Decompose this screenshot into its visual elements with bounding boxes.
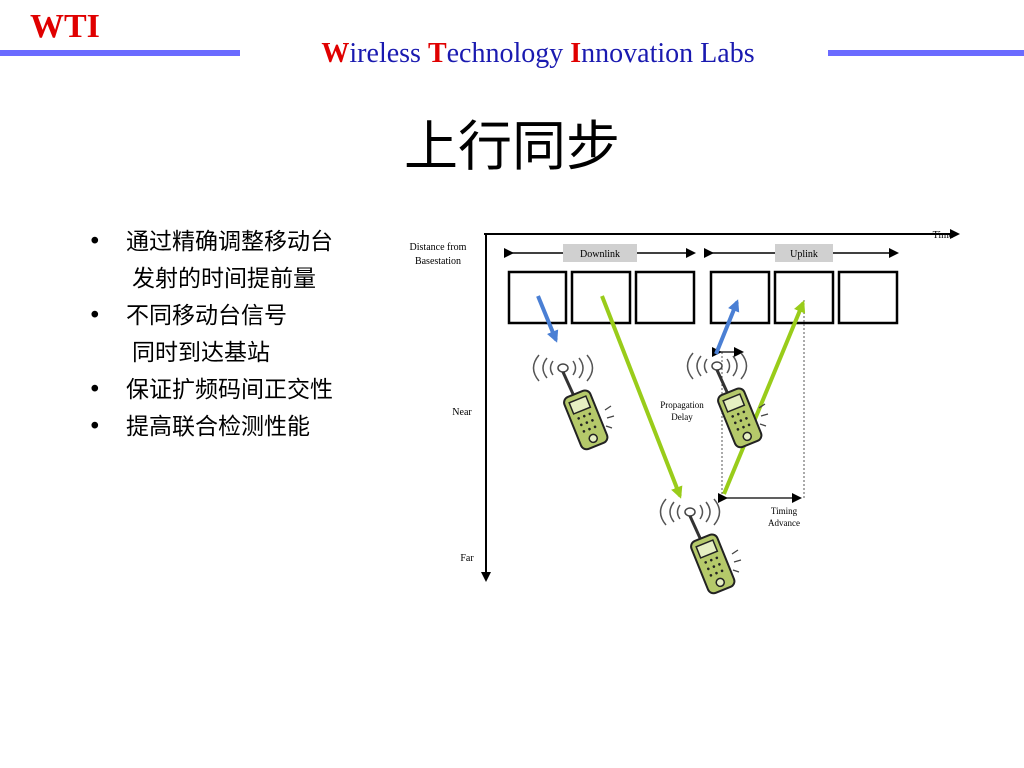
bullet-dot: • — [88, 414, 102, 440]
bullet-item: • 保证扩频码间正交性 — [88, 372, 333, 409]
org-rest-w: ireless — [349, 38, 428, 69]
bullet-dot: • — [88, 377, 102, 403]
bullet-text: 通过精确调整移动台 — [126, 229, 333, 255]
bullet-item: • 提高联合检测性能 — [88, 409, 333, 446]
near-downlink-arrow — [536, 295, 559, 343]
downlink-slot-3 — [634, 270, 696, 325]
timing-advance-label-line2: Advance — [768, 518, 800, 528]
bullet-item: • 通过精确调整移动台 — [88, 224, 333, 261]
wti-logo: WTI — [30, 8, 100, 45]
timing-advance-label-line1: Timing — [771, 506, 798, 516]
bullet-text: 不同移动台信号 — [126, 303, 287, 329]
bullet-dot: • — [88, 229, 102, 255]
org-rest-i: nnovation Labs — [581, 38, 755, 69]
propagation-delay-label-line1: Propagation — [660, 400, 704, 410]
bullet-continuation: 同时到达基站 — [132, 340, 270, 366]
org-cap-t: T — [427, 38, 447, 69]
bullet-list: • 通过精确调整移动台 发射的时间提前量 • 不同移动台信号 同时到达基站 • 保证扩… — [88, 224, 333, 446]
downlink-slot-2 — [570, 270, 632, 325]
header-bar-left — [0, 50, 240, 56]
downlink-label-box — [563, 244, 637, 262]
time-label: Time — [933, 230, 954, 241]
propagation-delay-label-line2: Delay — [671, 412, 693, 422]
uplink-slot-1 — [709, 270, 771, 325]
header-bar-right — [828, 50, 1024, 56]
distance-label-line2: Basestation — [415, 256, 461, 267]
far-downlink-arrow — [600, 295, 683, 499]
uplink-label: Uplink — [790, 249, 818, 260]
uplink-slot-3 — [837, 270, 899, 325]
far-uplink-arrow — [722, 300, 806, 495]
org-rest-t: echnology — [446, 38, 571, 69]
bullet-text: 提高联合检测性能 — [126, 414, 310, 440]
uplink-label-box — [775, 244, 833, 262]
org-cap-i: I — [570, 38, 582, 69]
org-cap-w: W — [321, 38, 350, 69]
mobile-phone-icon — [659, 497, 743, 597]
bullet-item: • 不同移动台信号 — [88, 298, 333, 335]
far-label: Far — [460, 553, 474, 564]
downlink-label: Downlink — [580, 249, 620, 260]
uplink-slot-2 — [773, 270, 835, 325]
distance-label-line1: Distance from — [410, 242, 467, 253]
bullet-continuation: 发射的时间提前量 — [132, 266, 316, 292]
bullet-dot: • — [88, 303, 102, 329]
bullet-text: 保证扩频码间正交性 — [126, 377, 333, 403]
slide-title: 上行同步 — [404, 115, 620, 178]
near-uplink-arrow — [714, 299, 740, 355]
org-name: Wireless Technology Innovation Labs — [248, 38, 828, 70]
near-label: Near — [452, 407, 472, 418]
mobile-phone-icon — [532, 353, 616, 453]
